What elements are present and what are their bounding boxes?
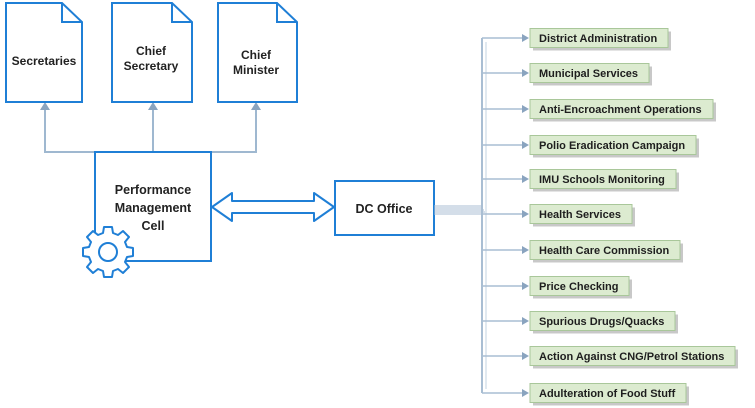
document-chief-secretary-label-2: Secretary — [124, 59, 179, 73]
service-item-box — [529, 383, 687, 403]
service-item-label: Polio Eradication Campaign — [539, 140, 685, 152]
item-branch-arrowhead — [522, 282, 529, 290]
document-secretaries-label: Secretaries — [12, 54, 77, 68]
item-branch-arrowhead — [522, 317, 529, 325]
service-item-label: Action Against CNG/Petrol Stations — [539, 351, 724, 363]
item-branch-arrowhead — [522, 141, 529, 149]
document-secretaries: Secretaries — [5, 2, 83, 103]
connector-arrowheads — [40, 102, 261, 110]
service-item: IMU Schools Monitoring — [529, 169, 679, 192]
item-branch-arrowhead — [522, 69, 529, 77]
item-branch-arrowhead — [522, 352, 529, 360]
arrowhead-secretaries — [40, 102, 50, 110]
pmc-label-1: Performance — [115, 183, 191, 197]
service-item-label: Health Services — [539, 209, 621, 221]
document-chief-minister: Chief Minister — [217, 2, 298, 103]
pmc-to-documents-connectors — [44, 108, 257, 153]
item-branch-arrowhead — [522, 175, 529, 183]
connector-chief-minister — [210, 108, 257, 153]
item-branch-arrowhead — [522, 105, 529, 113]
service-item-box — [529, 240, 681, 260]
service-item-box — [529, 276, 630, 296]
service-item-box — [529, 346, 736, 366]
service-item: Health Services — [529, 204, 635, 227]
item-branch-arrowhead — [522, 389, 529, 397]
connector-secretaries — [44, 108, 95, 153]
document-chief-secretary: Chief Secretary — [111, 2, 193, 103]
service-item-label: IMU Schools Monitoring — [539, 174, 665, 186]
service-item: Polio Eradication Campaign — [529, 135, 699, 158]
document-chief-secretary-label-1: Chief — [136, 44, 167, 58]
service-item: Anti-Encroachment Operations — [529, 99, 716, 122]
service-item-label: Spurious Drugs/Quacks — [539, 316, 664, 328]
dc-office-to-items-connectors — [434, 34, 529, 397]
item-branch-arrowhead — [522, 210, 529, 218]
item-branch-arrowhead — [522, 246, 529, 254]
pmc-label-2: Management — [115, 201, 192, 215]
pmc-label-3: Cell — [142, 219, 165, 233]
service-item-label: Health Care Commission — [539, 245, 669, 257]
service-item: Adulteration of Food Stuff — [529, 383, 689, 406]
service-item: Action Against CNG/Petrol Stations — [529, 346, 738, 369]
dc-office-label: DC Office — [356, 202, 413, 216]
service-item-box — [529, 99, 714, 119]
service-item-label: District Administration — [539, 33, 657, 45]
item-branch-arrowhead — [522, 34, 529, 42]
service-item: Price Checking — [529, 276, 632, 299]
service-item: Health Care Commission — [529, 240, 683, 263]
document-chief-minister-label-1: Chief — [241, 48, 272, 62]
double-arrow-icon — [211, 192, 335, 222]
service-item-label: Price Checking — [539, 281, 618, 293]
document-chief-minister-label-2: Minister — [233, 63, 279, 77]
service-item-box — [529, 311, 676, 331]
service-item-label: Municipal Services — [539, 68, 638, 80]
service-item-label: Adulteration of Food Stuff — [539, 388, 676, 400]
service-item-label: Anti-Encroachment Operations — [539, 104, 702, 116]
service-item-box — [529, 204, 633, 224]
service-item: Municipal Services — [529, 63, 652, 86]
service-item-box — [529, 169, 677, 189]
gear-icon — [82, 226, 134, 278]
service-item: Spurious Drugs/Quacks — [529, 311, 678, 334]
arrowhead-chief-secretary — [148, 102, 158, 110]
service-item: District Administration — [529, 28, 671, 51]
service-item-box — [529, 135, 697, 155]
dc-office-box: DC Office — [334, 180, 435, 236]
service-item-box — [529, 63, 650, 83]
arrowhead-chief-minister — [251, 102, 261, 110]
service-item-box — [529, 28, 669, 48]
